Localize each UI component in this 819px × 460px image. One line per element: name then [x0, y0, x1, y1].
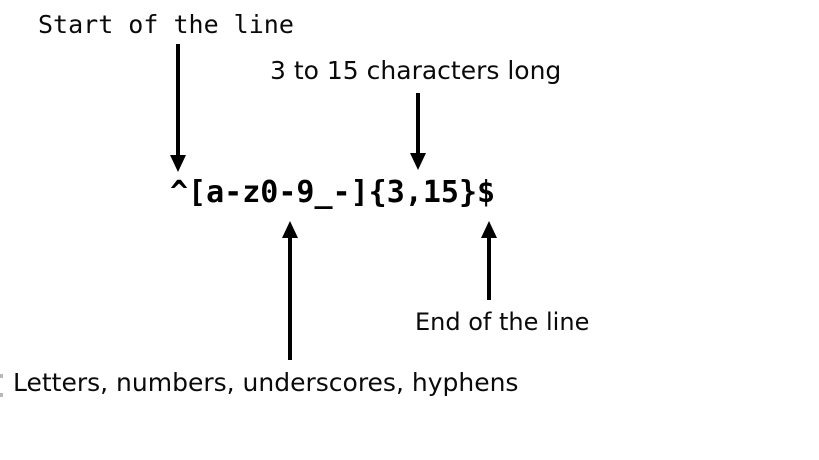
regex-pattern-text: ^[a-z0-9_-]{3,15}$: [170, 175, 496, 210]
annotation-label-end-of-line: End of the line: [415, 308, 590, 336]
arrow-up-to-character-class-icon: [282, 221, 298, 360]
arrow-down-to-caret-icon: [170, 44, 186, 172]
arrow-up-to-dollar-icon: [481, 221, 497, 300]
arrowhead-up-icon: [481, 221, 497, 238]
arrowhead-down-icon: [410, 153, 426, 170]
annotation-label-start-of-line: Start of the line: [38, 10, 294, 39]
arrow-shaft: [416, 93, 420, 153]
arrow-shaft: [288, 238, 292, 360]
left-edge-crop-artifact: [0, 374, 3, 378]
left-edge-crop-artifact: [0, 393, 3, 397]
arrow-down-to-quantifier-icon: [410, 93, 426, 170]
arrow-shaft: [487, 238, 491, 300]
annotation-label-length: 3 to 15 characters long: [270, 56, 562, 85]
arrowhead-down-icon: [170, 155, 186, 172]
arrowhead-up-icon: [282, 221, 298, 238]
annotation-label-character-class: Letters, numbers, underscores, hyphens: [13, 368, 519, 397]
arrow-shaft: [176, 44, 180, 155]
